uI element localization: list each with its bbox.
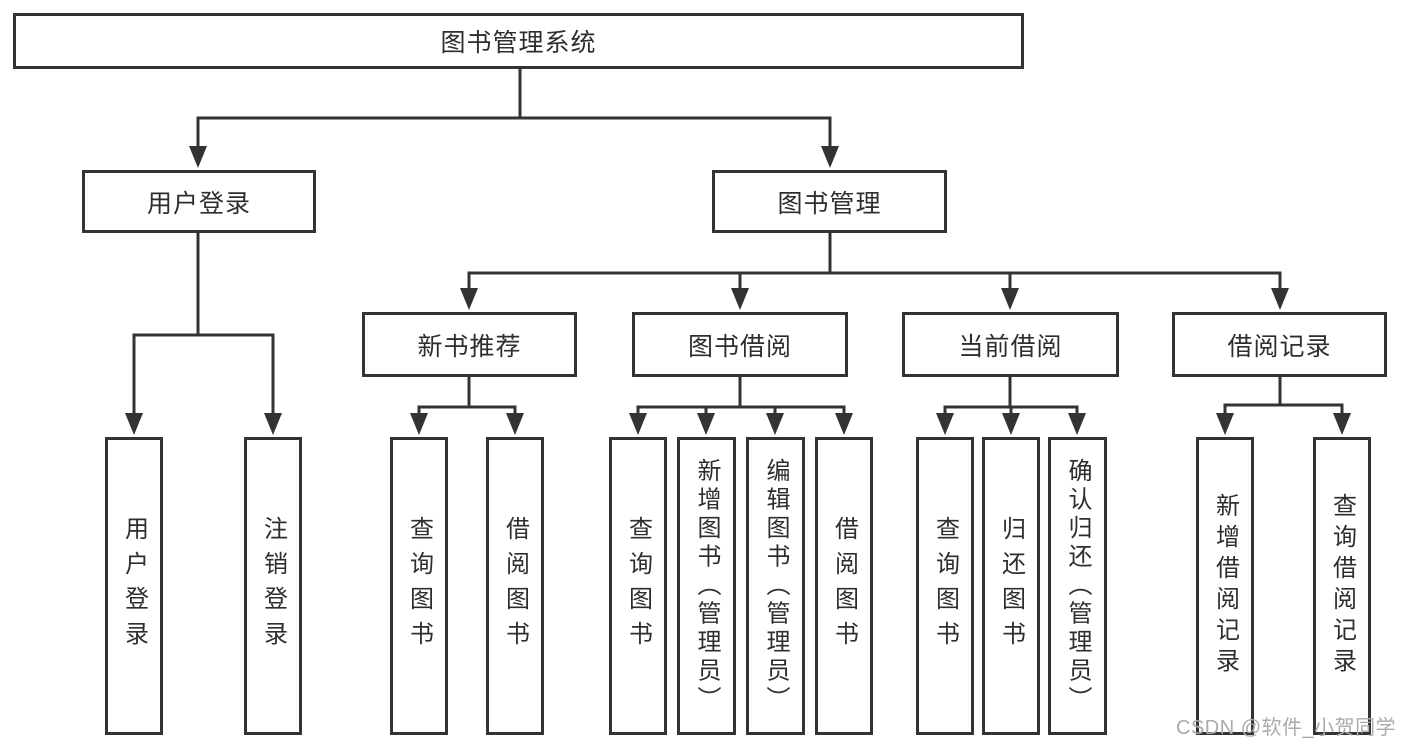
leaf-add-borrow-record: 新增借阅记录 bbox=[1196, 437, 1254, 735]
node-new-book-recommendation: 新书推荐 bbox=[362, 312, 577, 377]
csdn-watermark: CSDN @软件_小贺同学 bbox=[1176, 717, 1397, 739]
node-borrowing-records: 借阅记录 bbox=[1172, 312, 1387, 377]
node-user-login: 用户登录 bbox=[82, 170, 316, 233]
node-book-borrowing: 图书借阅 bbox=[632, 312, 848, 377]
leaf-borrowing-borrow-books: 借阅图书 bbox=[815, 437, 873, 735]
leaf-edit-books-admin: 编辑图书（管理员） bbox=[746, 437, 805, 735]
leaf-confirm-return-admin: 确认归还（管理员） bbox=[1048, 437, 1107, 735]
leaf-recommend-query-books: 查询图书 bbox=[390, 437, 448, 735]
arrowheads bbox=[125, 146, 1351, 435]
leaf-borrowing-query-books: 查询图书 bbox=[609, 437, 667, 735]
leaf-recommend-borrow-books: 借阅图书 bbox=[486, 437, 544, 735]
leaf-user-login: 用户登录 bbox=[105, 437, 163, 735]
node-library-management-system: 图书管理系统 bbox=[13, 13, 1024, 69]
node-book-management: 图书管理 bbox=[712, 170, 947, 233]
leaf-add-books-admin: 新增图书（管理员） bbox=[677, 437, 736, 735]
leaf-query-borrow-record: 查询借阅记录 bbox=[1313, 437, 1371, 735]
node-current-borrowing: 当前借阅 bbox=[902, 312, 1119, 377]
leaf-current-query-books: 查询图书 bbox=[916, 437, 974, 735]
leaf-logout: 注销登录 bbox=[244, 437, 302, 735]
leaf-return-books: 归还图书 bbox=[982, 437, 1040, 735]
